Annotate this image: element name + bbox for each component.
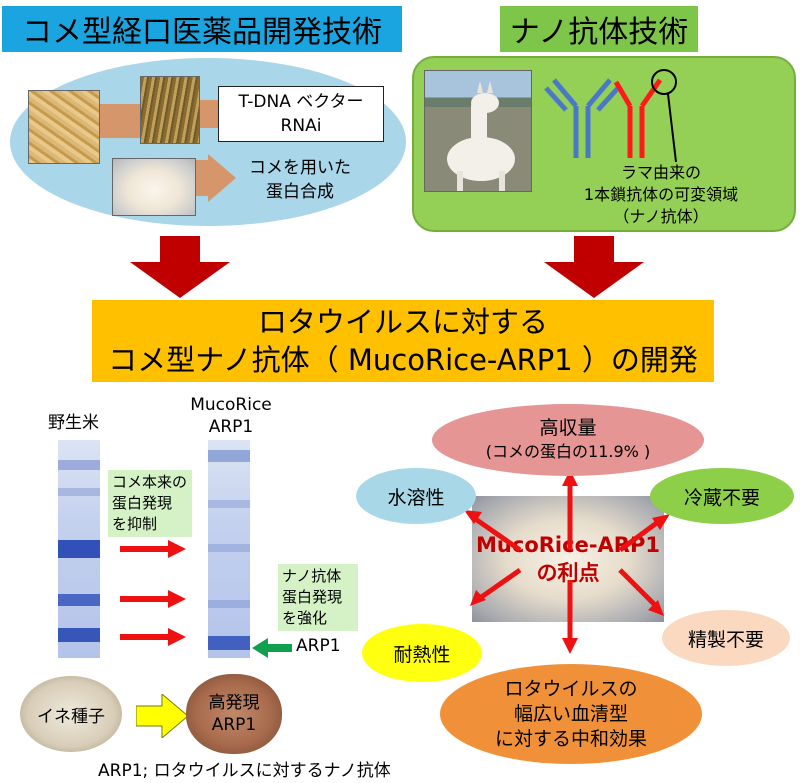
yellow-arrow-icon bbox=[136, 694, 188, 738]
water-soluble-label: 水溶性 bbox=[387, 486, 445, 509]
suppress-note: コメ本来の 蛋白発現 を抑制 bbox=[108, 470, 192, 537]
enhance-line1: ナノ抗体 bbox=[282, 567, 342, 585]
mucorice-label-line1: MucoRice bbox=[190, 395, 272, 415]
callout-line bbox=[667, 93, 677, 163]
protein-line2: 蛋白合成 bbox=[266, 182, 334, 202]
no-refrigeration-label: 冷蔵不要 bbox=[683, 486, 760, 509]
banner-line1: ロタウイルスに対する bbox=[257, 305, 548, 339]
red-advantage-arrow-icons bbox=[464, 470, 670, 654]
nanobody-desc-line3: （ナノ抗体） bbox=[613, 207, 709, 226]
suppress-line2: 蛋白発現 bbox=[112, 494, 173, 512]
llama-antibody-icon bbox=[613, 78, 663, 158]
banner-line2: コメ型ナノ抗体（ MucoRice-ARP1 ）の開発 bbox=[108, 343, 698, 377]
high-expression-line1: 高発現 bbox=[208, 693, 260, 713]
heat-resistant-label: 耐熱性 bbox=[393, 643, 451, 666]
brown-arrow-upper bbox=[96, 104, 144, 138]
no-refrigeration-advantage: 冷蔵不要 bbox=[650, 468, 794, 524]
rice-powder-photo bbox=[112, 158, 196, 216]
brown-arrow-head bbox=[208, 154, 236, 202]
rice-plant-photo bbox=[140, 76, 200, 144]
arp1-marker-arrow-icon bbox=[252, 638, 292, 658]
down-arrow-right bbox=[544, 236, 644, 298]
down-arrow-left bbox=[130, 236, 230, 298]
conventional-antibody-icon bbox=[544, 78, 620, 158]
nano-tech-title: ナノ抗体技術 bbox=[500, 6, 698, 52]
llama-photo bbox=[424, 70, 532, 192]
rice-seed-label: イネ種子 bbox=[37, 706, 105, 727]
nanobody-desc-line2: 1本鎖抗体の可変領域 bbox=[583, 185, 739, 204]
wild-rice-gel-lane bbox=[58, 440, 100, 658]
antibody-diagram bbox=[544, 69, 677, 163]
neutralization-line3: に対する中和効果 bbox=[494, 727, 647, 750]
tdna-rnai-box: T-DNA ベクター RNAi bbox=[218, 86, 384, 142]
llama-icon bbox=[447, 81, 515, 191]
arp1-footnote: ARP1; ロタウイルスに対するナノ抗体 bbox=[98, 761, 391, 781]
no-purification-advantage: 精製不要 bbox=[662, 610, 790, 666]
wild-rice-label: 野生米 bbox=[48, 413, 99, 433]
advantage-arrows bbox=[464, 470, 670, 654]
high-yield-line1: 高収量 bbox=[539, 417, 597, 439]
neutralization-advantage: ロタウイルスの 幅広い血清型 に対する中和効果 bbox=[440, 664, 702, 764]
rnai-label: RNAi bbox=[280, 116, 322, 136]
suppress-line1: コメ本来の bbox=[112, 473, 188, 491]
protein-line1: コメを用いた bbox=[249, 158, 351, 178]
tdna-label: T-DNA ベクター bbox=[238, 92, 364, 112]
nanobody-desc-line1: ラマ由来の bbox=[620, 163, 701, 182]
nanobody-highlight-icon bbox=[651, 69, 677, 95]
high-expression-line2: ARP1 bbox=[211, 715, 257, 735]
band-comparison-arrows bbox=[120, 540, 186, 646]
development-banner: ロタウイルスに対する コメ型ナノ抗体（ MucoRice-ARP1 ）の開発 bbox=[92, 300, 714, 382]
nanobody-description: ラマ由来の 1本鎖抗体の可変領域 （ナノ抗体） bbox=[556, 162, 766, 228]
neutralization-line1: ロタウイルスの bbox=[504, 677, 638, 700]
water-soluble-advantage: 水溶性 bbox=[356, 468, 476, 524]
enhance-line3: を強化 bbox=[282, 609, 328, 627]
heat-resistant-advantage: 耐熱性 bbox=[362, 624, 482, 682]
enhance-line2: 蛋白発現 bbox=[282, 588, 343, 606]
high-yield-line2: (コメの蛋白の11.9% ) bbox=[485, 442, 651, 461]
mucorice-lane-label: MucoRice ARP1 bbox=[186, 394, 276, 438]
no-purification-label: 精製不要 bbox=[687, 628, 764, 651]
mucorice-label-line2: ARP1 bbox=[208, 417, 254, 437]
enhance-note: ナノ抗体 蛋白発現 を強化 bbox=[278, 564, 358, 631]
rice-tech-title: コメ型経口医薬品開発技術 bbox=[2, 6, 402, 52]
rice-seed-image: イネ種子 bbox=[20, 676, 122, 752]
protein-synthesis-label: コメを用いた 蛋白合成 bbox=[240, 156, 360, 204]
suppress-line3: を抑制 bbox=[112, 515, 158, 533]
high-yield-advantage: 高収量 (コメの蛋白の11.9% ) bbox=[432, 404, 704, 476]
high-expression-seed-image: 高発現 ARP1 bbox=[186, 674, 282, 754]
mucorice-gel-lane bbox=[208, 440, 250, 658]
neutralization-line2: 幅広い血清型 bbox=[513, 702, 628, 725]
red-arrow-icons bbox=[120, 540, 186, 646]
rice-grain-photo bbox=[28, 90, 100, 164]
arp1-marker-label: ARP1 bbox=[296, 636, 341, 656]
